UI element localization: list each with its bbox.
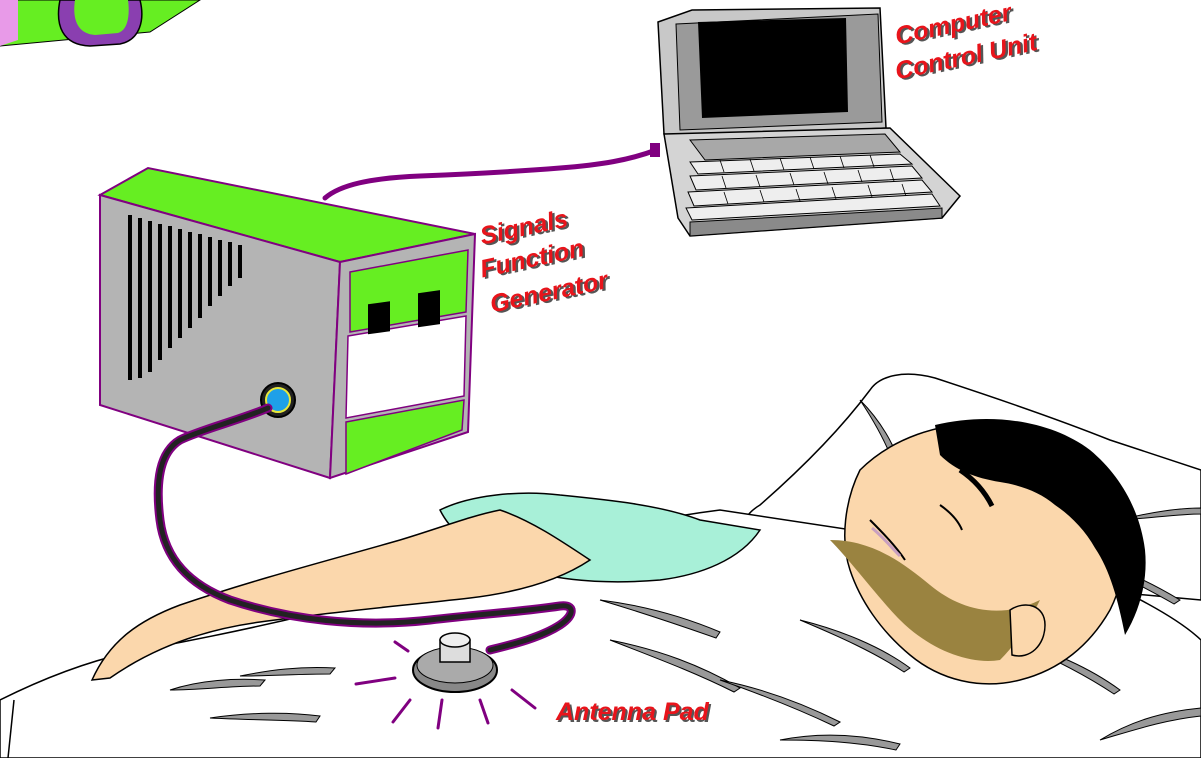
display-left <box>368 301 390 334</box>
display-right <box>418 290 440 327</box>
cropped-clipart-corner <box>0 0 200 46</box>
cable-connector <box>650 143 660 157</box>
signal-generator <box>100 168 475 478</box>
data-cable <box>325 150 656 198</box>
antenna-pad-label: Antenna Pad <box>556 700 709 724</box>
